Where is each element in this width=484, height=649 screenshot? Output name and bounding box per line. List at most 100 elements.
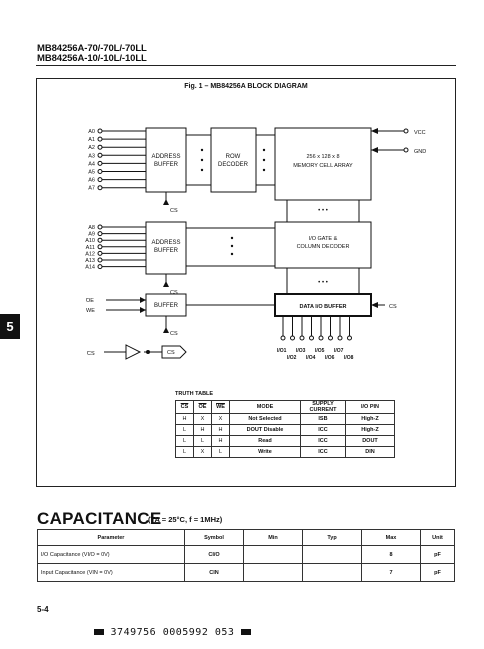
address-buffer-2-label-b: BUFFER [154,248,179,254]
truth-cell: L [211,446,230,458]
cs-label-1: CS [170,208,178,214]
io-terminal [328,335,333,341]
truth-cell: Read [229,435,301,447]
capacitance-cell: pF [420,563,455,582]
data-io-buffer-label: DATA I/O BUFFER [300,304,347,310]
address-pin-label: A13 [85,258,95,264]
address-pin-label: A6 [88,178,95,184]
io-terminal [290,335,295,341]
truth-cell: H [211,424,230,436]
truth-cell: Not Selected [229,413,301,425]
address-pin-label: A12 [85,251,95,257]
cap-header-parameter: Parameter [37,529,185,546]
oe-label: OE [86,298,94,304]
address-pin-terminal [97,152,103,158]
part-number-line-2: MB84256A-10/-10L/-10LL [37,53,147,64]
io-pin-label: I/O6 [325,355,335,361]
address-pin-label: A10 [85,238,95,244]
row-decoder-label-b: DECODER [218,162,249,168]
io-gate-label-b: COLUMN DECODER [297,244,350,250]
io-pin-label: I/O3 [296,348,306,354]
truth-table-title: TRUTH TABLE [175,391,214,397]
capacitance-cell: I/O Capacitance (VI/O = 0V) [37,545,185,564]
memory-cell-array [274,127,372,201]
truth-cell: H [175,413,194,425]
figure-title: Fig. 1 – MB84256A BLOCK DIAGRAM [184,83,308,90]
address-pin-terminal [97,257,103,263]
address-pin-terminal [97,224,103,230]
address-pin-terminal [97,250,103,256]
io-pin-label: I/O8 [344,355,354,361]
io-terminal [309,335,314,341]
address-pin-label: A1 [88,137,95,143]
address-pin-terminal [97,264,103,270]
truth-cell: High-Z [345,413,395,425]
control-buffer-label: BUFFER [154,303,179,309]
io-terminal [347,335,352,341]
capacitance-cell [243,563,303,582]
cs-label-3: CS [170,331,178,337]
capacitance-cell: CIN [184,563,244,582]
barcode-block-left [94,629,104,635]
address-buffer-2-label-a: ADDRESS [151,240,180,246]
address-pin-terminal [97,177,103,183]
cap-header-unit: Unit [420,529,455,546]
io-pin-label: I/O2 [287,355,297,361]
truth-cell: X [193,413,212,425]
truth-cell: ICC [300,424,346,436]
address-pin-label: A9 [88,232,95,238]
truth-header-supply: SUPPLY CURRENT [300,400,346,414]
capacitance-cell: CI/O [184,545,244,564]
address-pin-terminal [97,169,103,174]
memory-array-label: MEMORY CELL ARRAY [293,163,353,169]
io-pin-label: I/O7 [334,348,344,354]
io-terminal [318,335,324,341]
cs-bar-label: CS [87,351,95,357]
barcode-line: 3749756 0005992 053 [94,627,251,638]
io-terminal [280,335,286,341]
address-pin-label: A11 [86,245,95,251]
truth-cell: L [175,435,194,447]
address-pin-label: A3 [88,153,95,159]
section-tab: 5 [0,314,20,339]
capacitance-conditions: (TA = 25°C, f = 1MHz) [148,515,223,524]
we-label: WE [86,308,95,314]
gnd-label: GND [414,149,426,155]
address-pin-terminal [97,237,103,243]
capacitance-cell: Input Capacitance (VIN = 0V) [37,563,185,582]
capacitance-cell: pF [420,545,455,564]
row-decoder-label-a: ROW [226,154,241,160]
header-rule [36,65,456,66]
address-pin-terminal [97,160,103,166]
address-pin-label: A5 [88,170,95,176]
address-pin-terminal [97,136,103,142]
page-number: 5-4 [37,605,49,614]
row-decoder [210,127,257,193]
cap-header-typ: Typ [302,529,362,546]
io-terminal [337,335,343,341]
address-pin-terminal [97,144,103,150]
io-gate-label-a: I/O GATE & [309,236,338,242]
address-pin-label: A4 [88,161,95,167]
truth-cell: L [175,424,194,436]
address-pin-terminal [97,185,103,191]
capacitance-cell [302,563,362,582]
block-diagram-frame: Fig. 1 – MB84256A BLOCK DIAGRAM [36,78,456,487]
io-pin-label: I/O1 [277,348,287,354]
capacitance-cell [243,545,303,564]
cs-flag-label: CS [167,350,175,356]
capacitance-cell: 7 [361,563,421,582]
barcode-block-right [240,629,251,635]
truth-cell: H [193,424,212,436]
cs-label-right: CS [389,304,397,310]
address-buffer-1-label-a: ADDRESS [151,154,180,160]
truth-cell: ICC [300,446,346,458]
capacitance-title: CAPACITANCE [37,509,162,528]
